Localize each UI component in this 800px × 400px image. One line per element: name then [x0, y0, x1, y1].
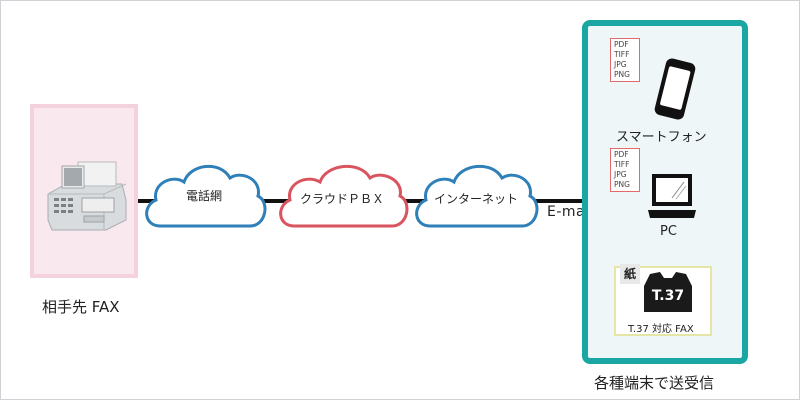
- smartphone-icon: [654, 58, 696, 120]
- paper-tag: 紙: [620, 264, 640, 284]
- cloud-internet: [415, 164, 539, 228]
- format-tiff: TIFF: [614, 160, 630, 169]
- format-png: PNG: [614, 70, 630, 79]
- fax-machine-icon: [47, 161, 127, 231]
- email-label: E-mail: [547, 204, 594, 220]
- format-pdf: PDF: [614, 150, 629, 159]
- cloud-phone-network: [145, 164, 267, 228]
- sender-caption: 相手先 FAX: [42, 298, 120, 316]
- cloud-cloud-pbx-label: クラウドＰＢＸ: [299, 192, 384, 206]
- format-pdf: PDF: [614, 40, 629, 49]
- t37-fax-label: T.37 対応 FAX: [628, 324, 694, 335]
- receivers-caption: 各種端末で送受信: [594, 374, 715, 392]
- format-tiff: TIFF: [614, 50, 630, 59]
- t37-badge: T.37: [651, 288, 685, 304]
- laptop-icon: [648, 174, 696, 218]
- smartphone-label: スマートフォン: [616, 130, 707, 145]
- fax-printer-icon: [644, 272, 692, 312]
- format-jpg: JPG: [614, 170, 627, 179]
- cloud-phone-network-label: 電話網: [185, 189, 222, 203]
- cloud-cloud-pbx: [279, 164, 409, 228]
- cloud-internet-label: インターネット: [433, 192, 518, 206]
- pc-label: PC: [660, 224, 677, 239]
- format-list-smartphone: PDF TIFF JPG PNG: [610, 38, 640, 82]
- format-png: PNG: [614, 180, 630, 189]
- format-jpg: JPG: [614, 60, 627, 69]
- format-list-pc: PDF TIFF JPG PNG: [610, 148, 640, 192]
